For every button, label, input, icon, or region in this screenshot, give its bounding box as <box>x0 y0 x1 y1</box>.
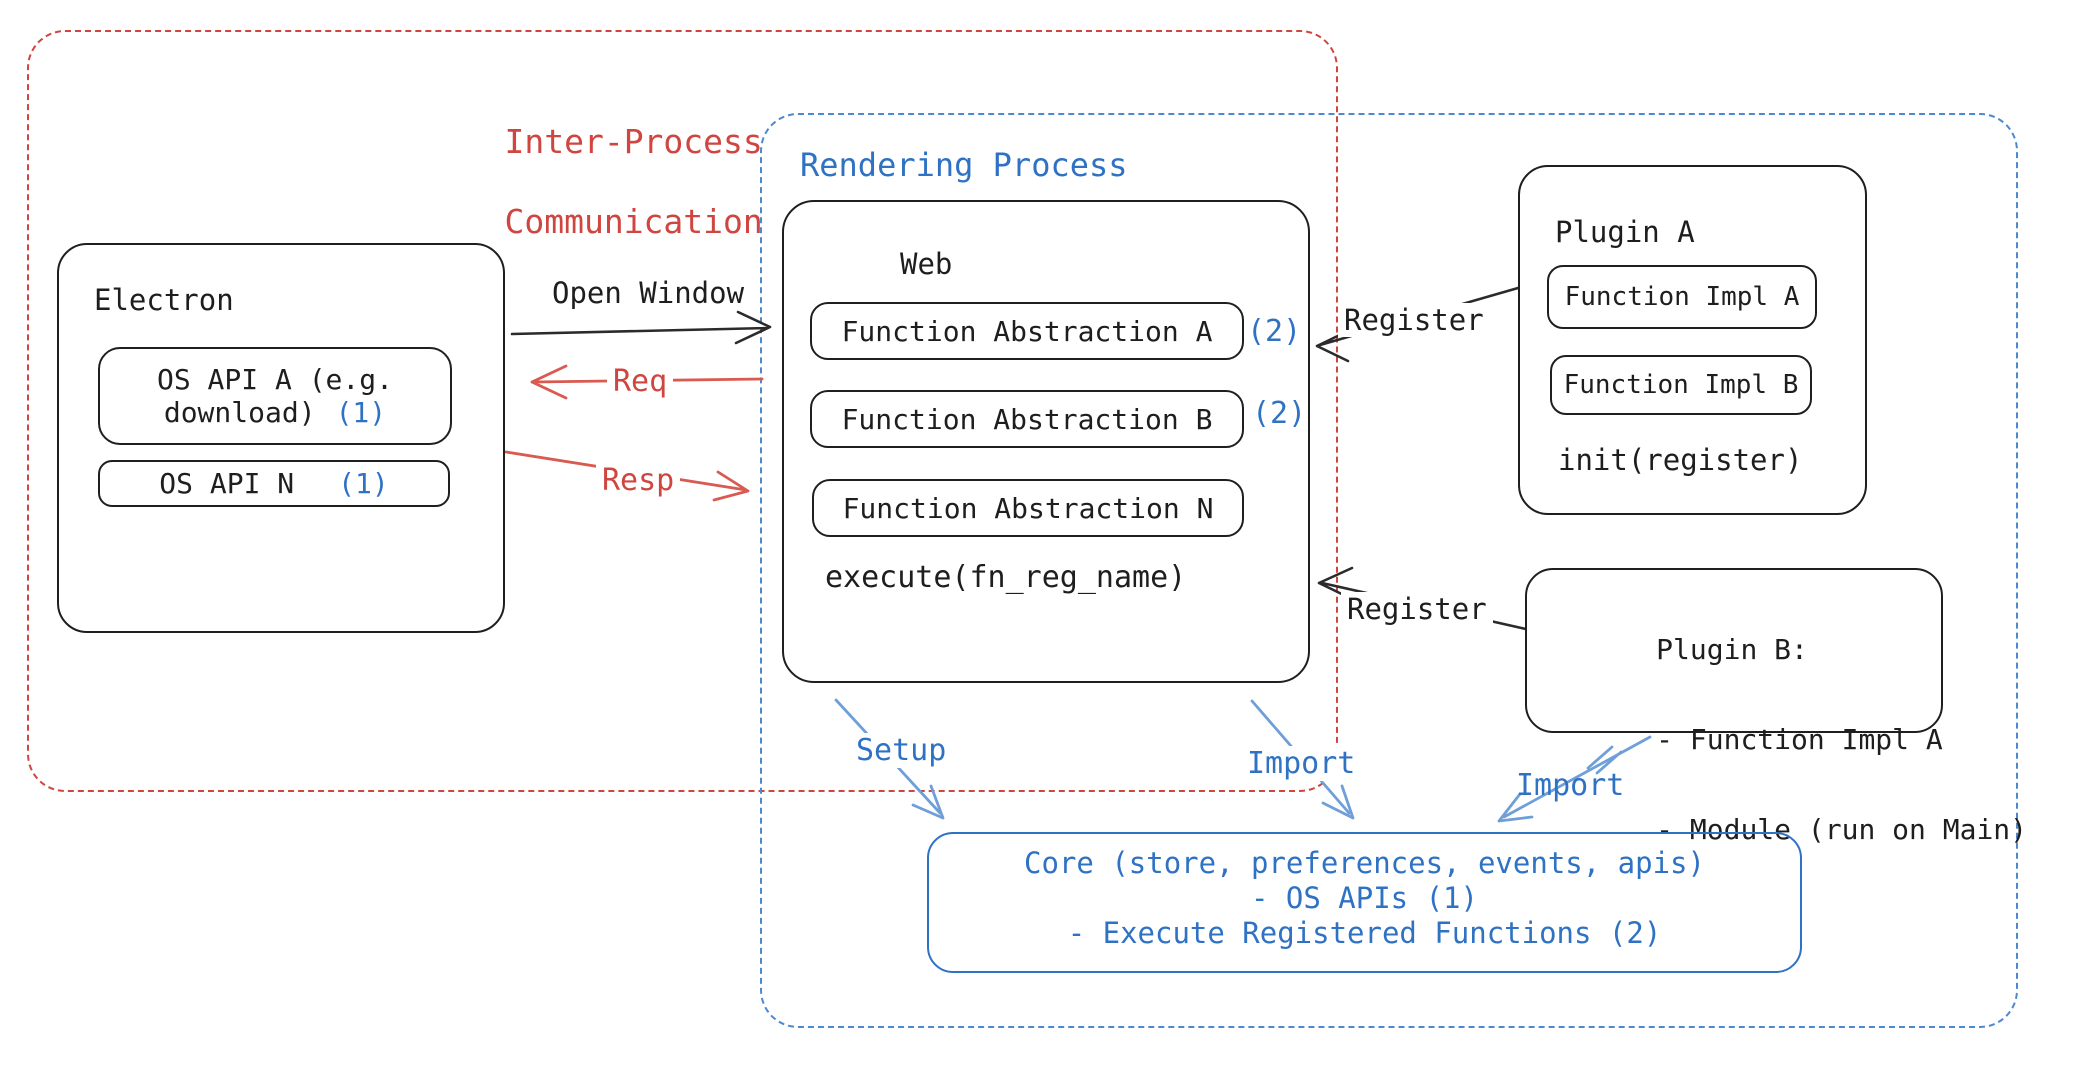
function-abstraction-a-box: Function Abstraction A <box>810 302 1244 360</box>
function-abstraction-n-label: Function Abstraction N <box>842 491 1214 525</box>
os-api-n-box: OS API N (1) <box>98 460 450 507</box>
function-abstraction-n-box: Function Abstraction N <box>812 479 1244 537</box>
os-api-n-label: OS API N <box>159 467 295 500</box>
function-abstraction-b-label: Function Abstraction B <box>841 402 1213 436</box>
function-abstraction-a-ref: (2) <box>1247 314 1302 349</box>
function-abstraction-a-label: Function Abstraction A <box>841 314 1213 348</box>
open-window-label: Open Window <box>552 276 745 310</box>
function-abstraction-b-ref: (2) <box>1252 396 1307 431</box>
rendering-process-label: Rendering Process <box>800 146 1128 184</box>
import-plugin-b-label: Import <box>1516 768 1625 803</box>
function-impl-a-box: Function Impl A <box>1547 265 1817 329</box>
ipc-label-line2: Communication <box>504 202 763 241</box>
os-api-a-box: OS API A (e.g. download)(1) <box>98 347 452 445</box>
register-bottom-label: Register <box>1341 592 1493 626</box>
rendering-process-region-box <box>760 113 2018 1028</box>
core-line-3: - Execute Registered Functions (2) <box>1067 916 1662 950</box>
core-line-2: - OS APIs (1) <box>1251 881 1478 915</box>
resp-label: Resp <box>596 463 681 498</box>
web-box: Web Function Abstraction A Function Abst… <box>782 200 1310 683</box>
execute-label: execute(fn_reg_name) <box>825 560 1187 595</box>
plugin-a-init-label: init(register) <box>1558 443 1803 477</box>
web-title: Web <box>900 247 953 281</box>
core-box: Core (store, preferences, events, apis) … <box>927 832 1802 973</box>
plugin-b-title: Plugin B: <box>1656 633 1808 666</box>
function-abstraction-b-box: Function Abstraction B <box>810 390 1244 448</box>
os-api-a-line1: OS API A (e.g. <box>156 363 393 396</box>
import-web-label: Import <box>1241 746 1362 781</box>
register-top-label: Register <box>1338 303 1490 337</box>
plugin-b-item-1: - Function Impl A <box>1656 723 1943 756</box>
function-impl-a-label: Function Impl A <box>1564 282 1800 312</box>
plugin-b-box: Plugin B: - Function Impl A - Module (ru… <box>1525 568 2027 846</box>
function-impl-b-box: Function Impl B <box>1550 355 1812 415</box>
electron-title: Electron <box>94 283 234 317</box>
ipc-label-line1: Inter-Process <box>504 122 763 161</box>
os-api-a-ref: (1) <box>335 396 387 429</box>
ipc-region-box <box>27 30 1338 792</box>
os-api-n-ref: (1) <box>338 467 389 500</box>
plugin-a-box: Plugin A Function Impl A Function Impl B… <box>1518 165 1867 515</box>
ipc-region-label: Inter-Process Communication <box>425 82 763 282</box>
core-line-1: Core (store, preferences, events, apis) <box>1024 846 1705 880</box>
function-impl-b-label: Function Impl B <box>1563 370 1799 400</box>
plugin-b-item-2: - Module (run on Main) <box>1656 813 2028 846</box>
plugin-a-title: Plugin A <box>1555 215 1695 249</box>
setup-label: Setup <box>850 733 953 768</box>
electron-box: Electron OS API A (e.g. download)(1) OS … <box>57 243 505 633</box>
plugin-b-content: Plugin B: - Function Impl A - Module (ru… <box>1555 582 2027 897</box>
os-api-a-line2: download)(1) <box>163 396 387 429</box>
req-label: Req <box>607 364 674 399</box>
